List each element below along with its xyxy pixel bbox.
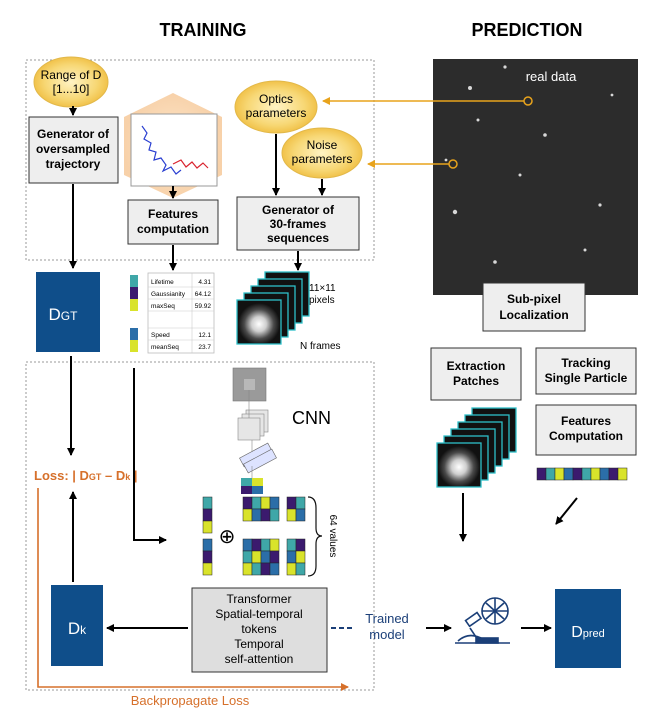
features-computation-box xyxy=(127,199,219,245)
generator-frames-line1: Generator of xyxy=(262,203,335,217)
d-gt-box xyxy=(36,272,100,352)
feature-value-5: 23.7 xyxy=(198,344,211,351)
subpixel-line1: Sub-pixel xyxy=(507,292,561,306)
generator-trajectory-box xyxy=(28,116,119,184)
transformer-line4: Temporal xyxy=(234,637,283,651)
feature-strip-prediction xyxy=(536,467,628,481)
features-computation-line1: Features xyxy=(148,207,198,221)
plus-symbol: ⊕ xyxy=(219,526,236,548)
trajectory-path-red xyxy=(172,159,209,169)
features-table xyxy=(147,272,215,354)
patch-size-line2: pixels xyxy=(309,295,335,306)
extraction-line2: Patches xyxy=(453,374,499,388)
values-brace xyxy=(307,496,323,577)
d-k-label: Dk xyxy=(68,619,87,638)
feature-value-2: 64.12 xyxy=(195,291,212,298)
transformer-line3: tokens xyxy=(241,622,276,636)
backprop-arrow xyxy=(37,488,349,691)
arrows xyxy=(67,106,578,632)
transformer-line1: Transformer xyxy=(227,592,292,606)
feature-value-4: 12.1 xyxy=(198,332,211,339)
backprop-label: Backpropagate Loss xyxy=(131,693,250,708)
yellow-arrows xyxy=(322,97,524,168)
model-icon xyxy=(455,597,510,644)
d-pred-label: Dpred xyxy=(571,624,605,641)
token-vector-right xyxy=(286,496,306,576)
features-comp-pred-line2: Computation xyxy=(549,429,623,443)
features-computation-pred-box xyxy=(535,404,637,456)
generator-frames-line3: sequences xyxy=(267,231,329,245)
features-computation-line2: computation xyxy=(137,222,209,236)
cnn-label: CNN xyxy=(292,408,331,428)
features-table-lines xyxy=(148,273,214,353)
token-matrix xyxy=(242,496,280,576)
generator-frames-line2: 30-frames xyxy=(270,217,327,231)
transformer-box xyxy=(191,587,328,673)
range-of-d-line1: Range of D xyxy=(41,68,102,82)
real-data-image xyxy=(433,59,638,295)
loss-label: Loss: | DGT – Dk | xyxy=(34,468,138,483)
generator-frames-box xyxy=(236,196,360,251)
d-pred-box xyxy=(555,589,621,668)
noise-line1: Noise xyxy=(307,138,338,152)
learning-group xyxy=(25,361,375,691)
generator-trajectory-line1: Generator of xyxy=(37,127,110,141)
training-header: TRAINING xyxy=(160,20,247,40)
tracking-line1: Tracking xyxy=(561,356,610,370)
real-data-spots xyxy=(444,65,614,287)
real-data-label: real data xyxy=(526,69,577,84)
d-gt-label: DGT xyxy=(49,305,79,324)
generator-trajectory-line3: trajectory xyxy=(46,157,101,171)
optics-line2: parameters xyxy=(246,106,307,120)
tracking-line2: Single Particle xyxy=(545,371,628,385)
feature-name-3: maxSeq xyxy=(151,303,175,310)
subpixel-line2: Localization xyxy=(499,308,568,322)
transformer-line2: Spatial-temporal xyxy=(215,607,302,621)
extraction-patches-box xyxy=(430,347,522,401)
subpixel-localization-box xyxy=(482,282,586,332)
values-64-label: 64 values xyxy=(327,515,338,558)
cnn-illustration xyxy=(232,367,277,494)
noise-line2: parameters xyxy=(292,152,353,166)
d-k-box xyxy=(51,585,103,666)
token-vector-left xyxy=(202,496,213,576)
trained-model-line1: Trained xyxy=(365,611,409,626)
prediction-header: PREDICTION xyxy=(471,20,582,40)
feature-value-1: 4.31 xyxy=(198,279,211,286)
generator-trajectory-line2: oversampled xyxy=(36,142,110,156)
feature-name-4: Speed xyxy=(151,332,170,339)
n-frames-label: N frames xyxy=(300,341,341,352)
patch-size-line1: 11×11 xyxy=(309,283,336,294)
tracking-box xyxy=(535,347,637,395)
feature-name-5: meanSeq xyxy=(151,344,179,351)
range-of-d-line2: [1...10] xyxy=(53,82,90,96)
feature-name-2: Gaussianity xyxy=(151,291,186,298)
optics-parameters xyxy=(234,80,318,134)
optics-line1: Optics xyxy=(259,92,293,106)
feature-name-1: Lifetime xyxy=(151,279,174,286)
frame-stack-prediction xyxy=(436,407,517,488)
range-of-d xyxy=(33,56,109,108)
features-comp-pred-line1: Features xyxy=(561,414,611,428)
noise-parameters xyxy=(281,127,363,179)
trajectory-image xyxy=(130,113,218,187)
trajectory-path-blue xyxy=(141,125,182,175)
feature-vector-strip xyxy=(130,275,138,352)
feature-value-3: 59.92 xyxy=(195,303,212,310)
transformer-line5: self-attention xyxy=(225,652,294,666)
extraction-line1: Extraction xyxy=(447,359,506,373)
frame-stack-training xyxy=(236,271,310,345)
trained-model-line2: model xyxy=(369,627,405,642)
